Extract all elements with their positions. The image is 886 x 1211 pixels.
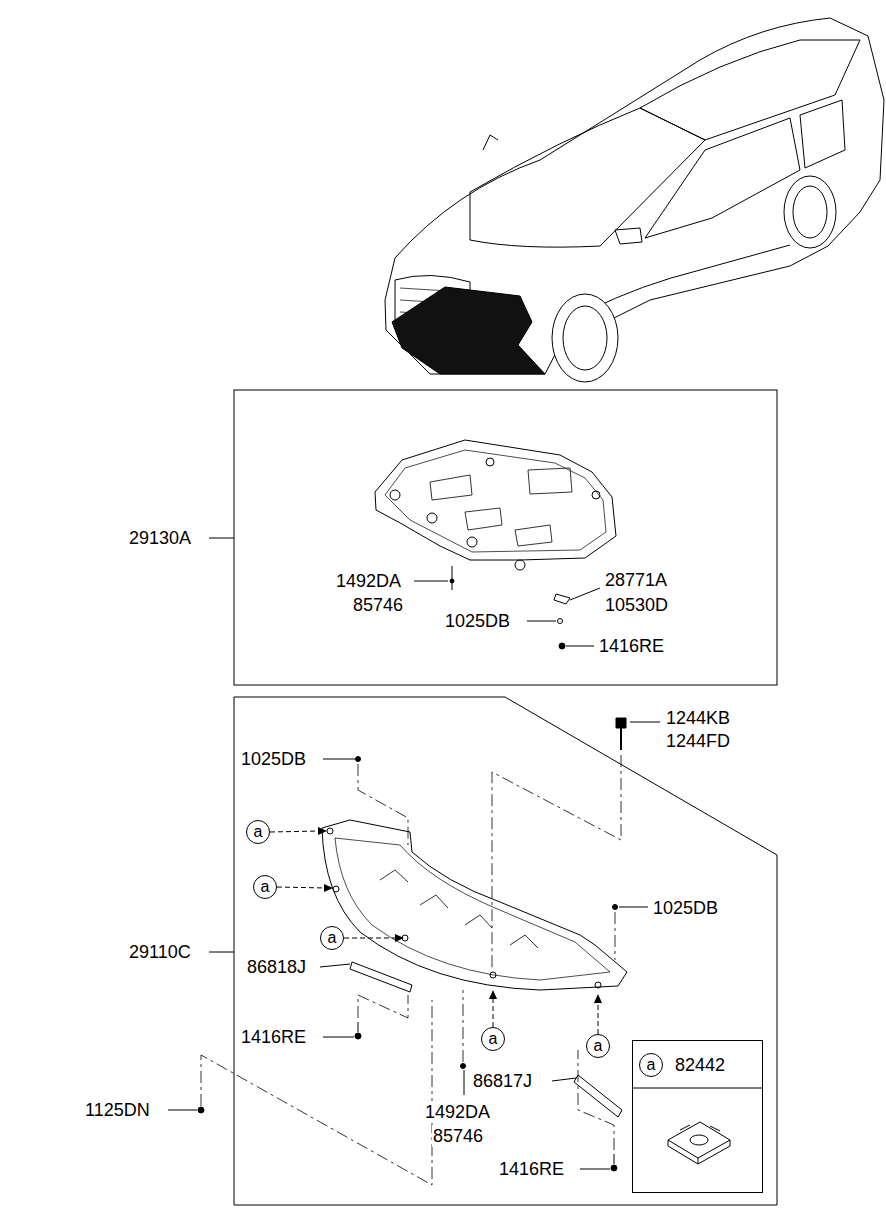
part-number: 1244KB	[665, 707, 731, 729]
part-number: 85746	[352, 594, 404, 616]
reference-letter: a	[489, 1031, 498, 1047]
part-number: 1125DN	[84, 1099, 151, 1121]
reference-letter: a	[328, 930, 337, 946]
reference-letter: a	[254, 824, 263, 840]
part-number: 28771A	[604, 569, 668, 591]
part-number: 86817J	[472, 1070, 533, 1092]
divider	[632, 1088, 763, 1089]
part-number: 10530D	[604, 594, 669, 616]
part-number: 1416RE	[598, 635, 665, 657]
reference-circle: a	[481, 1027, 505, 1051]
reference-circle: a	[253, 875, 277, 899]
reference-letter: a	[261, 879, 270, 895]
phantom-line	[201, 755, 621, 1185]
reference-letter: a	[594, 1038, 603, 1054]
part-number: 1025DB	[652, 897, 719, 919]
skid-plate	[375, 440, 616, 649]
clip-icon	[668, 1122, 730, 1164]
undercover	[198, 718, 627, 1171]
assembly-number: 29130A	[128, 527, 192, 549]
arrowhead	[318, 827, 602, 1003]
part-number: 82442	[675, 1054, 725, 1076]
part-number: 1025DB	[240, 748, 307, 770]
reference-letter: a	[647, 1057, 656, 1073]
reference-circle: a	[320, 926, 344, 950]
reference-circle: a	[639, 1053, 663, 1077]
pointer-arrow	[270, 831, 598, 1034]
panel-frame	[234, 697, 777, 1205]
reference-circle: a	[246, 820, 270, 844]
car-drawing	[385, 18, 884, 382]
part-number: 1492DA	[335, 570, 402, 592]
part-number: 1244FD	[665, 730, 731, 752]
assembly-number: 29110C	[128, 941, 192, 963]
part-number: 1492DA	[424, 1101, 491, 1123]
part-number: 1416RE	[240, 1026, 307, 1048]
part-number: 86818J	[246, 956, 307, 978]
part-number: 85746	[432, 1125, 484, 1147]
legend-box: 82442 a	[632, 1040, 763, 1193]
panel-frame	[234, 390, 777, 685]
reference-circle: a	[586, 1034, 610, 1058]
leader-line	[168, 538, 660, 1169]
part-number: 1416RE	[498, 1158, 565, 1180]
part-number: 1025DB	[444, 610, 511, 632]
